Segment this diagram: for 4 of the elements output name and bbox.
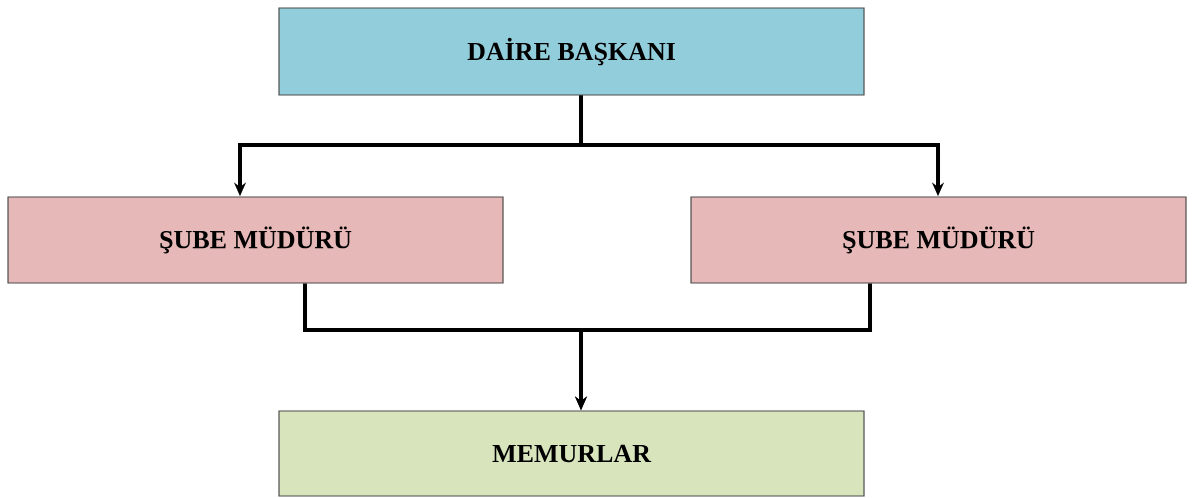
- org-box: MEMURLAR: [278, 410, 865, 497]
- org-box: ŞUBE MÜDÜRÜ: [690, 196, 1187, 284]
- org-box: DAİRE BAŞKANI: [278, 7, 865, 96]
- org-box: ŞUBE MÜDÜRÜ: [7, 196, 504, 284]
